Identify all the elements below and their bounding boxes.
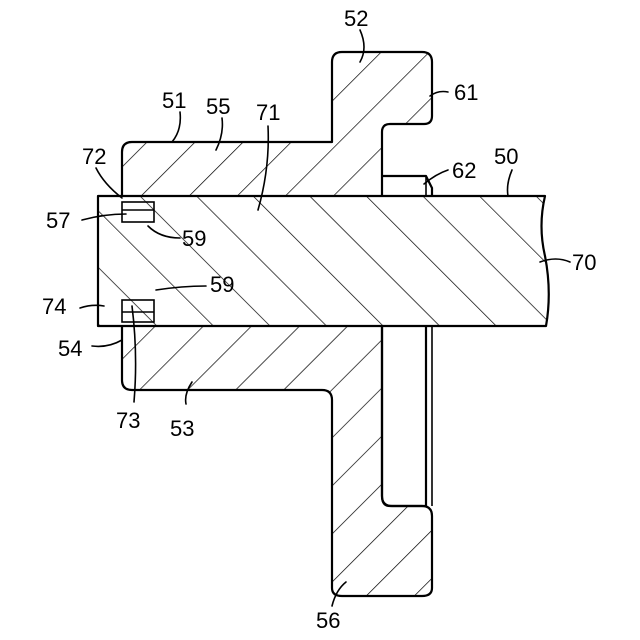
label-55: 55 — [206, 94, 230, 119]
leader-54 — [92, 340, 122, 346]
shaft — [98, 196, 549, 326]
label-59-upper: 59 — [182, 226, 206, 251]
label-72: 72 — [82, 144, 106, 169]
leader-51 — [172, 112, 180, 142]
label-59-lower: 59 — [210, 272, 234, 297]
label-71: 71 — [256, 100, 280, 125]
label-54: 54 — [58, 336, 82, 361]
leader-50 — [508, 170, 513, 196]
label-53: 52 — [344, 6, 368, 31]
label-70: 70 — [572, 250, 596, 275]
label-61: 61 — [454, 80, 478, 105]
label-51: 51 — [162, 88, 186, 113]
label-52: 53 — [170, 416, 194, 441]
leader-72 — [96, 168, 122, 198]
label-57: 57 — [46, 208, 70, 233]
label-74: 74 — [42, 294, 66, 319]
label-62: 62 — [452, 158, 476, 183]
label-56: 56 — [316, 608, 340, 633]
label-50: 50 — [494, 144, 518, 169]
label-73: 73 — [116, 408, 140, 433]
